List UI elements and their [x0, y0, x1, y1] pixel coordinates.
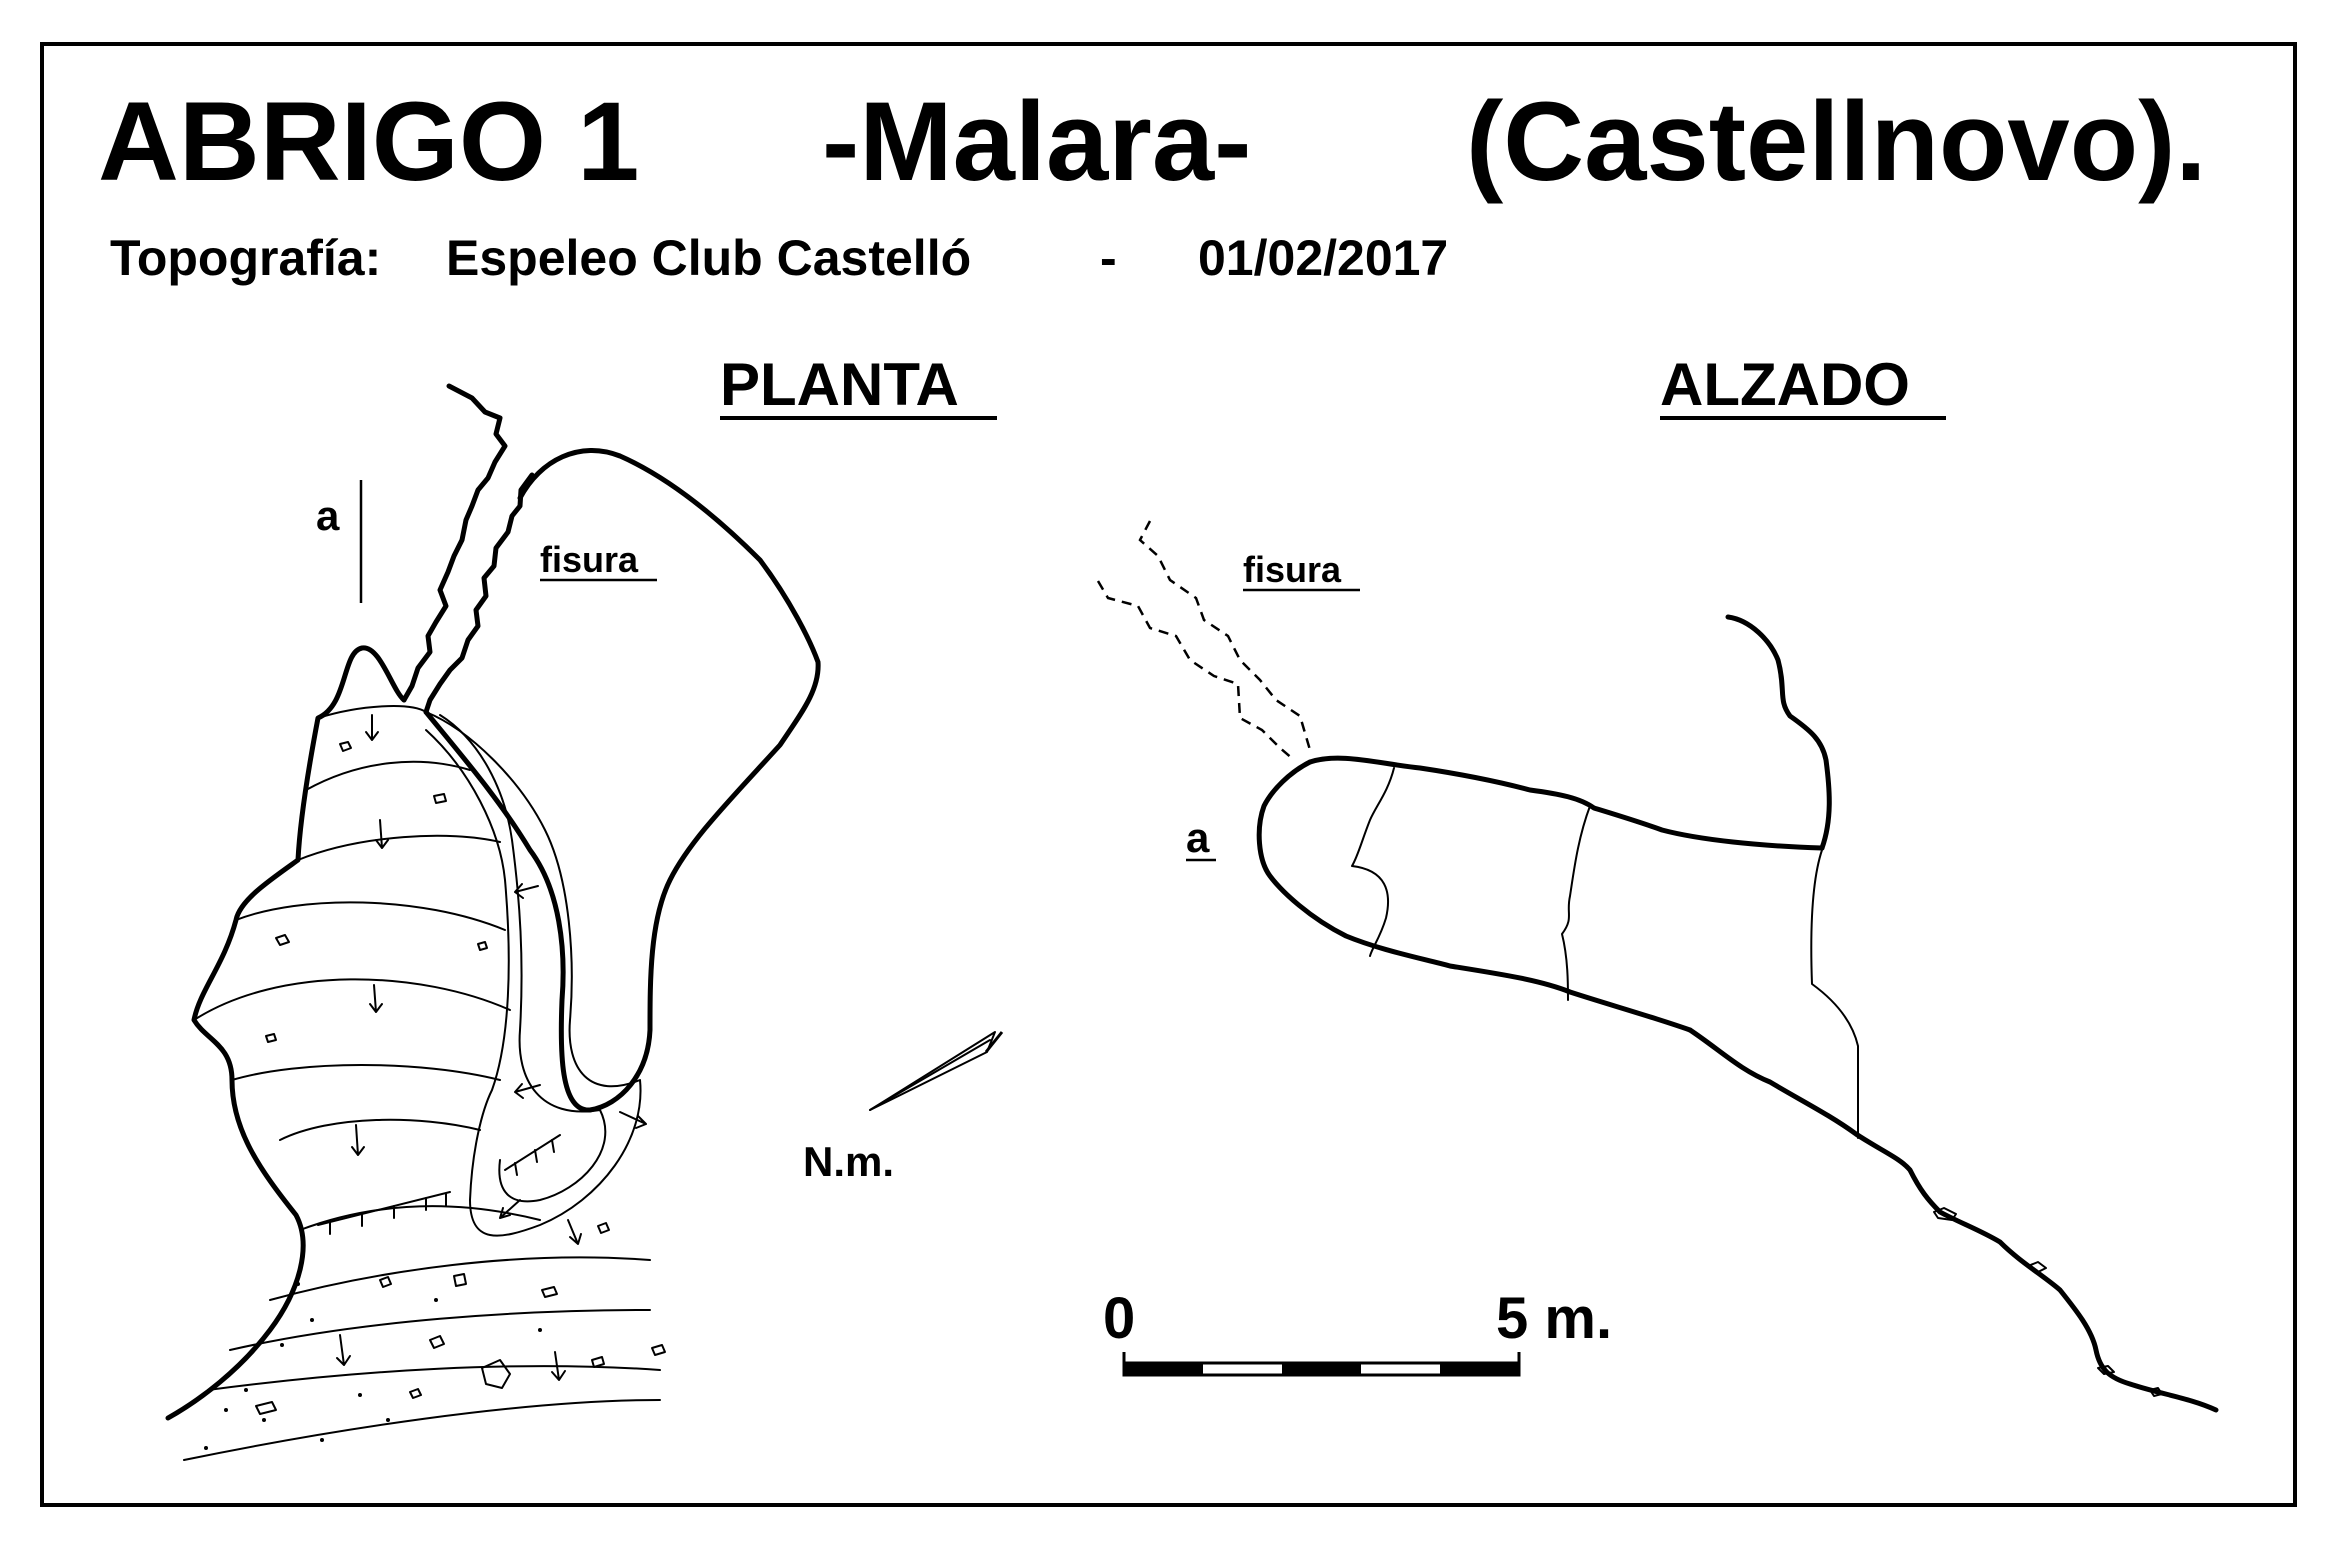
plan-contour-1 — [317, 705, 427, 719]
subtitle-separator: - — [1100, 230, 1117, 286]
plan-contour-2 — [305, 760, 471, 791]
elevation-chimney-outline — [1725, 614, 1832, 851]
plan-view: PLANTA a fisura — [165, 351, 1004, 1461]
plan-contour-12 — [183, 1399, 661, 1461]
title-cave-name: ABRIGO 1 — [98, 79, 639, 204]
elevation-internal-line-2 — [1561, 805, 1591, 1001]
scale-bar: 0 5 m. — [1103, 1286, 1612, 1377]
elevation-floor-debris — [1933, 1207, 2163, 1397]
scale-segment-1 — [1124, 1363, 1203, 1375]
plan-section-mark-a: a — [316, 492, 340, 539]
elevation-heading: ALZADO — [1660, 351, 1910, 418]
plan-contour-3 — [297, 834, 501, 861]
plan-heading: PLANTA — [720, 351, 959, 418]
plan-contour-9 — [269, 1256, 651, 1301]
plan-contour-7 — [279, 1118, 481, 1141]
subtitle-date: 01/02/2017 — [1198, 230, 1448, 286]
plan-contour-6 — [231, 1064, 501, 1081]
sheet-border — [40, 42, 2297, 1507]
elevation-front-wall — [1256, 759, 1693, 1033]
plan-contour-11 — [207, 1365, 661, 1391]
elevation-fissure-dashed-upper — [1138, 520, 1312, 751]
plan-contour-4 — [235, 901, 506, 931]
elevation-ceiling-outline — [1307, 755, 1825, 851]
subtitle-prefix: Topografía: — [110, 230, 381, 286]
plan-fissure-crack-left — [401, 383, 508, 703]
elevation-section-mark-a: a — [1186, 814, 1210, 861]
plan-slope-arrows — [336, 714, 647, 1381]
elevation-fissure-dashed-lower — [1096, 580, 1295, 761]
elevation-internal-line-1 — [1351, 767, 1395, 957]
plan-fissure-crack-right — [423, 472, 535, 715]
scale-start-label: 0 — [1103, 1286, 1135, 1351]
scale-segment-5 — [1440, 1363, 1519, 1375]
plan-contour-8 — [299, 1205, 541, 1231]
north-arrow-icon — [869, 1031, 1004, 1111]
elevation-internal-line-3 — [1810, 849, 1860, 1139]
title-site-name: -Malara- — [822, 79, 1251, 204]
subtitle-club: Espeleo Club Castelló — [446, 230, 971, 286]
plan-fissure-label: fisura — [540, 539, 639, 580]
scale-end-label: 5 m. — [1496, 1286, 1612, 1351]
plan-fissure-chamber-outline — [423, 447, 821, 1113]
plan-debris-blocks — [204, 741, 666, 1450]
title-town-name: (Castellnovo). — [1466, 79, 2207, 204]
elevation-view: ALZADO fisura a — [1096, 351, 2219, 1413]
scale-segment-3 — [1282, 1363, 1361, 1375]
title-block: ABRIGO 1 -Malara- (Castellnovo). Topogra… — [98, 79, 2207, 286]
elevation-fissure-label: fisura — [1243, 549, 1342, 590]
plan-ledge-ticks — [317, 1134, 561, 1235]
plan-contour-10 — [229, 1309, 651, 1351]
plan-shelter-outer-wall — [165, 645, 407, 1421]
plan-contour-5 — [193, 978, 511, 1021]
north-label: N.m. — [803, 1138, 894, 1185]
plan-channel-outer — [425, 711, 642, 1237]
plan-channel-inner — [439, 714, 607, 1203]
